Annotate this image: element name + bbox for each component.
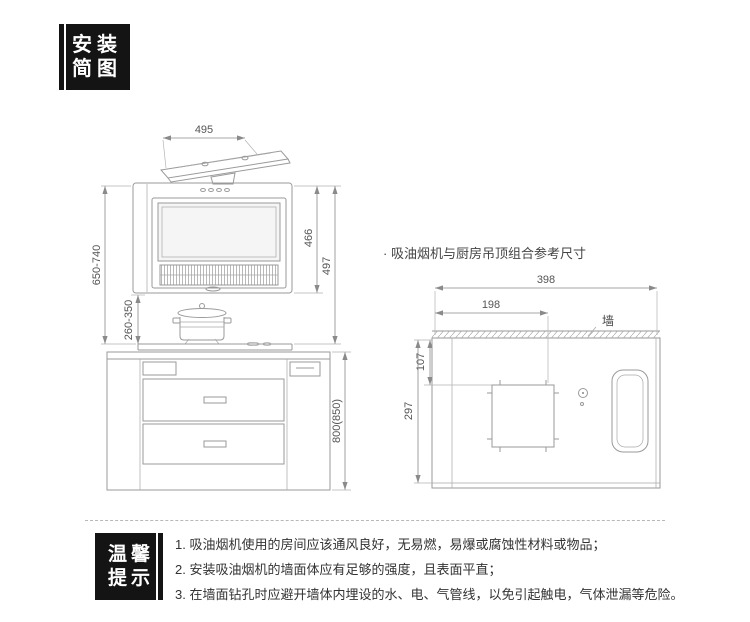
tip-item-3: 3. 在墙面钻孔时应避开墙体内埋设的水、电、气管线，以免引起触电，气体泄漏等危险…	[175, 587, 684, 602]
vent-grille	[611, 369, 649, 453]
dim-198-label: 198	[482, 299, 500, 311]
cabinet	[106, 351, 331, 491]
separator-line	[85, 520, 665, 521]
dim-107-label: 107	[415, 353, 427, 371]
tips-badge: 温馨 提示	[95, 533, 163, 600]
fixture-symbol	[578, 388, 588, 406]
mounting-plate	[160, 150, 291, 183]
cooking-pot	[172, 303, 232, 345]
dim-398-label: 398	[537, 274, 555, 286]
hood-cutout	[487, 380, 559, 452]
badge-text-line2: 简图	[72, 58, 122, 80]
dim-495-label: 495	[195, 124, 213, 136]
dim-top-width: 495	[162, 124, 258, 169]
dim-plan-offset: 198	[435, 299, 549, 383]
dim-466-label: 466	[303, 229, 315, 247]
dim-plan-depth: 297	[403, 339, 432, 484]
hood-installation-drawing: 495	[91, 124, 351, 491]
cooktop	[137, 342, 293, 351]
wall-label: 墙	[602, 314, 614, 328]
dim-497-label: 497	[321, 257, 333, 275]
dim-clearance: 260-350	[123, 294, 145, 344]
control-buttons	[200, 188, 230, 192]
tips-badge-line2: 提示	[107, 568, 154, 589]
dim-cabinet-height: 800(850)	[331, 351, 351, 491]
tips-list: 1. 吸油烟机使用的房间应该通风良好，无易燃，易爆或腐蚀性材料或物品； 2. 安…	[175, 532, 683, 607]
duct	[210, 172, 236, 185]
dim-plan-width: 398	[434, 274, 658, 335]
wall: 墙	[432, 314, 660, 338]
badge-text-line1: 安装	[72, 34, 122, 56]
dim-install-height: 650-740	[91, 185, 136, 345]
tip-item-2: 2. 安装吸油烟机的墙面体应有足够的强度，且表面平直；	[175, 562, 502, 577]
tip-item-1: 1. 吸油烟机使用的房间应该通风良好，无易燃，易爆或腐蚀性材料或物品；	[175, 537, 606, 552]
badge-stripe	[64, 24, 66, 90]
dim-800-850-label: 800(850)	[331, 399, 343, 443]
dim-hood-height: 466	[294, 185, 341, 294]
tips-badge-line1: 温馨	[107, 544, 154, 565]
install-diagram-badge: 安装 简图	[59, 24, 130, 90]
dim-650-740-label: 650-740	[91, 245, 103, 285]
ceiling-plan-drawing: 墙 398 198 107	[403, 274, 661, 489]
ceiling-diagram-title: · 吸油烟机与厨房吊顶组合参考尺寸	[383, 246, 586, 261]
dim-260-350-label: 260-350	[123, 300, 135, 340]
dim-plan-top-offset: 107	[415, 340, 492, 386]
badge-stripe	[156, 533, 158, 600]
dim-total-height: 497	[294, 186, 341, 345]
hood-light	[205, 286, 221, 292]
dim-297-label: 297	[403, 402, 415, 420]
hood-body	[132, 182, 293, 294]
ceiling-outline	[431, 337, 661, 489]
